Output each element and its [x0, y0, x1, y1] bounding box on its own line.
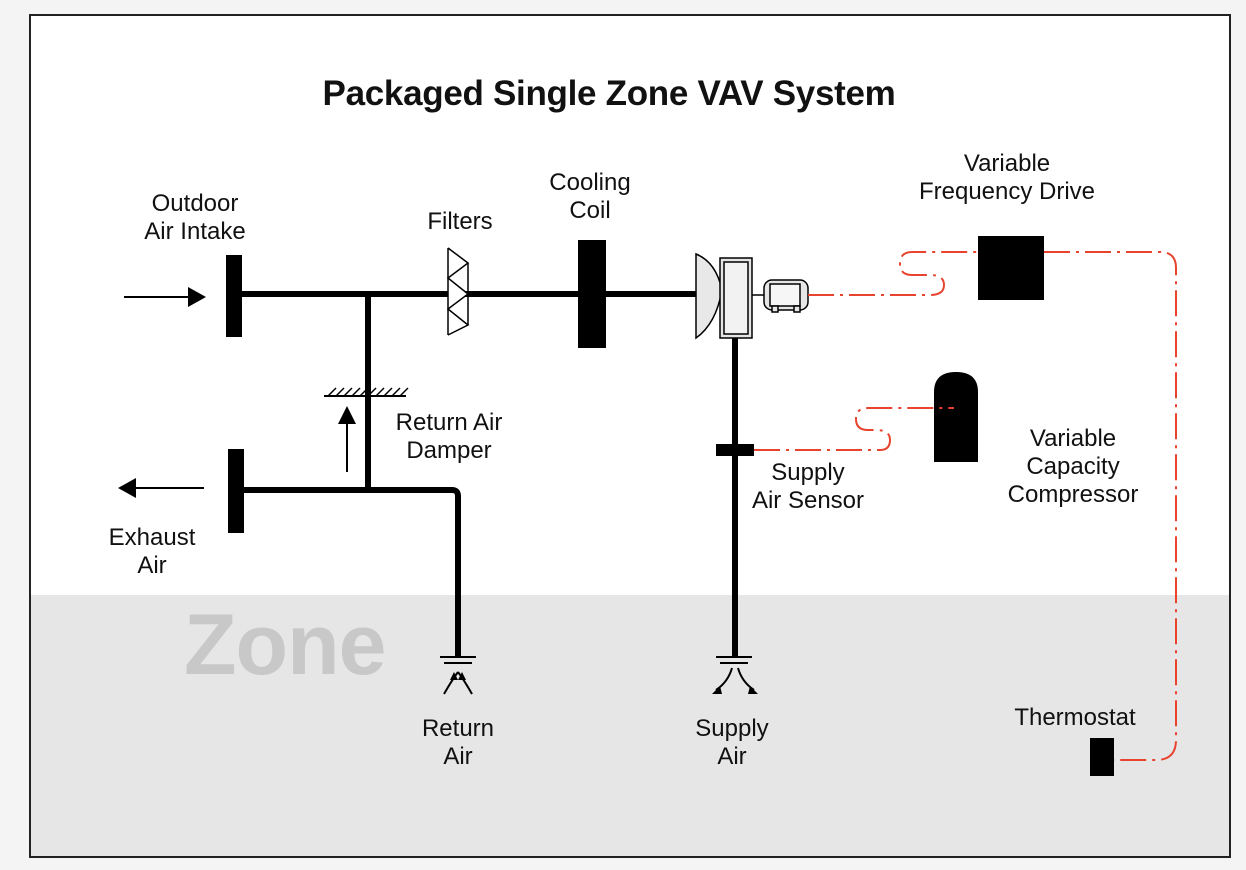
variable-capacity-compressor-label: Variable Capacity Compressor: [1007, 425, 1139, 508]
exhaust-air-label: Exhaust Air: [108, 524, 196, 579]
supply-air-label: Supply Air: [695, 715, 769, 770]
filters-symbol: [446, 247, 470, 336]
variable-frequency-drive: [978, 236, 1044, 300]
cooling-coil-label: Cooling Coil: [549, 169, 631, 224]
supply-fan: [695, 252, 753, 340]
supply-air-sensor-label: Supply Air Sensor: [751, 459, 865, 514]
return-air-arrowhead-left: [450, 672, 458, 680]
variable-frequency-drive-label: Variable Frequency Drive: [918, 150, 1096, 205]
return-air-damper-label: Return Air Damper: [395, 409, 503, 464]
return-air-arrowhead-right: [458, 672, 466, 680]
variable-capacity-compressor: [934, 372, 978, 462]
supply-air-arrowhead-right: [748, 686, 758, 694]
diagram-title: Packaged Single Zone VAV System: [322, 74, 896, 113]
outdoor-air-intake-label: Outdoor Air Intake: [144, 190, 246, 245]
outdoor-air-intake-louver: [226, 255, 242, 337]
damper-flow-arrowhead: [338, 406, 356, 424]
exhaust-air-louver: [228, 449, 244, 533]
control-wiring: [754, 251, 1177, 761]
supply-air-sensor: [716, 444, 754, 456]
fan-motor: [752, 279, 809, 313]
thermostat-label: Thermostat: [1014, 704, 1136, 731]
zone-band: [31, 595, 1229, 856]
vfd-to-motor-wire: [808, 251, 978, 296]
exhaust-air-arrowhead: [118, 478, 136, 498]
return-exhaust-duct: [240, 487, 461, 658]
cooling-coil: [578, 240, 606, 348]
return-air-damper: [324, 387, 409, 397]
return-air-grille: [440, 656, 476, 695]
zone-label: Zone: [184, 597, 386, 693]
sensor-to-compressor-wire: [754, 407, 954, 451]
thermostat: [1090, 738, 1114, 776]
return-air-label: Return Air: [421, 715, 495, 770]
supply-air-arrowhead-left: [712, 686, 722, 694]
vfd-to-thermostat-wire: [1044, 251, 1177, 761]
outdoor-air-arrowhead: [188, 287, 206, 307]
filters-label: Filters: [427, 208, 493, 235]
